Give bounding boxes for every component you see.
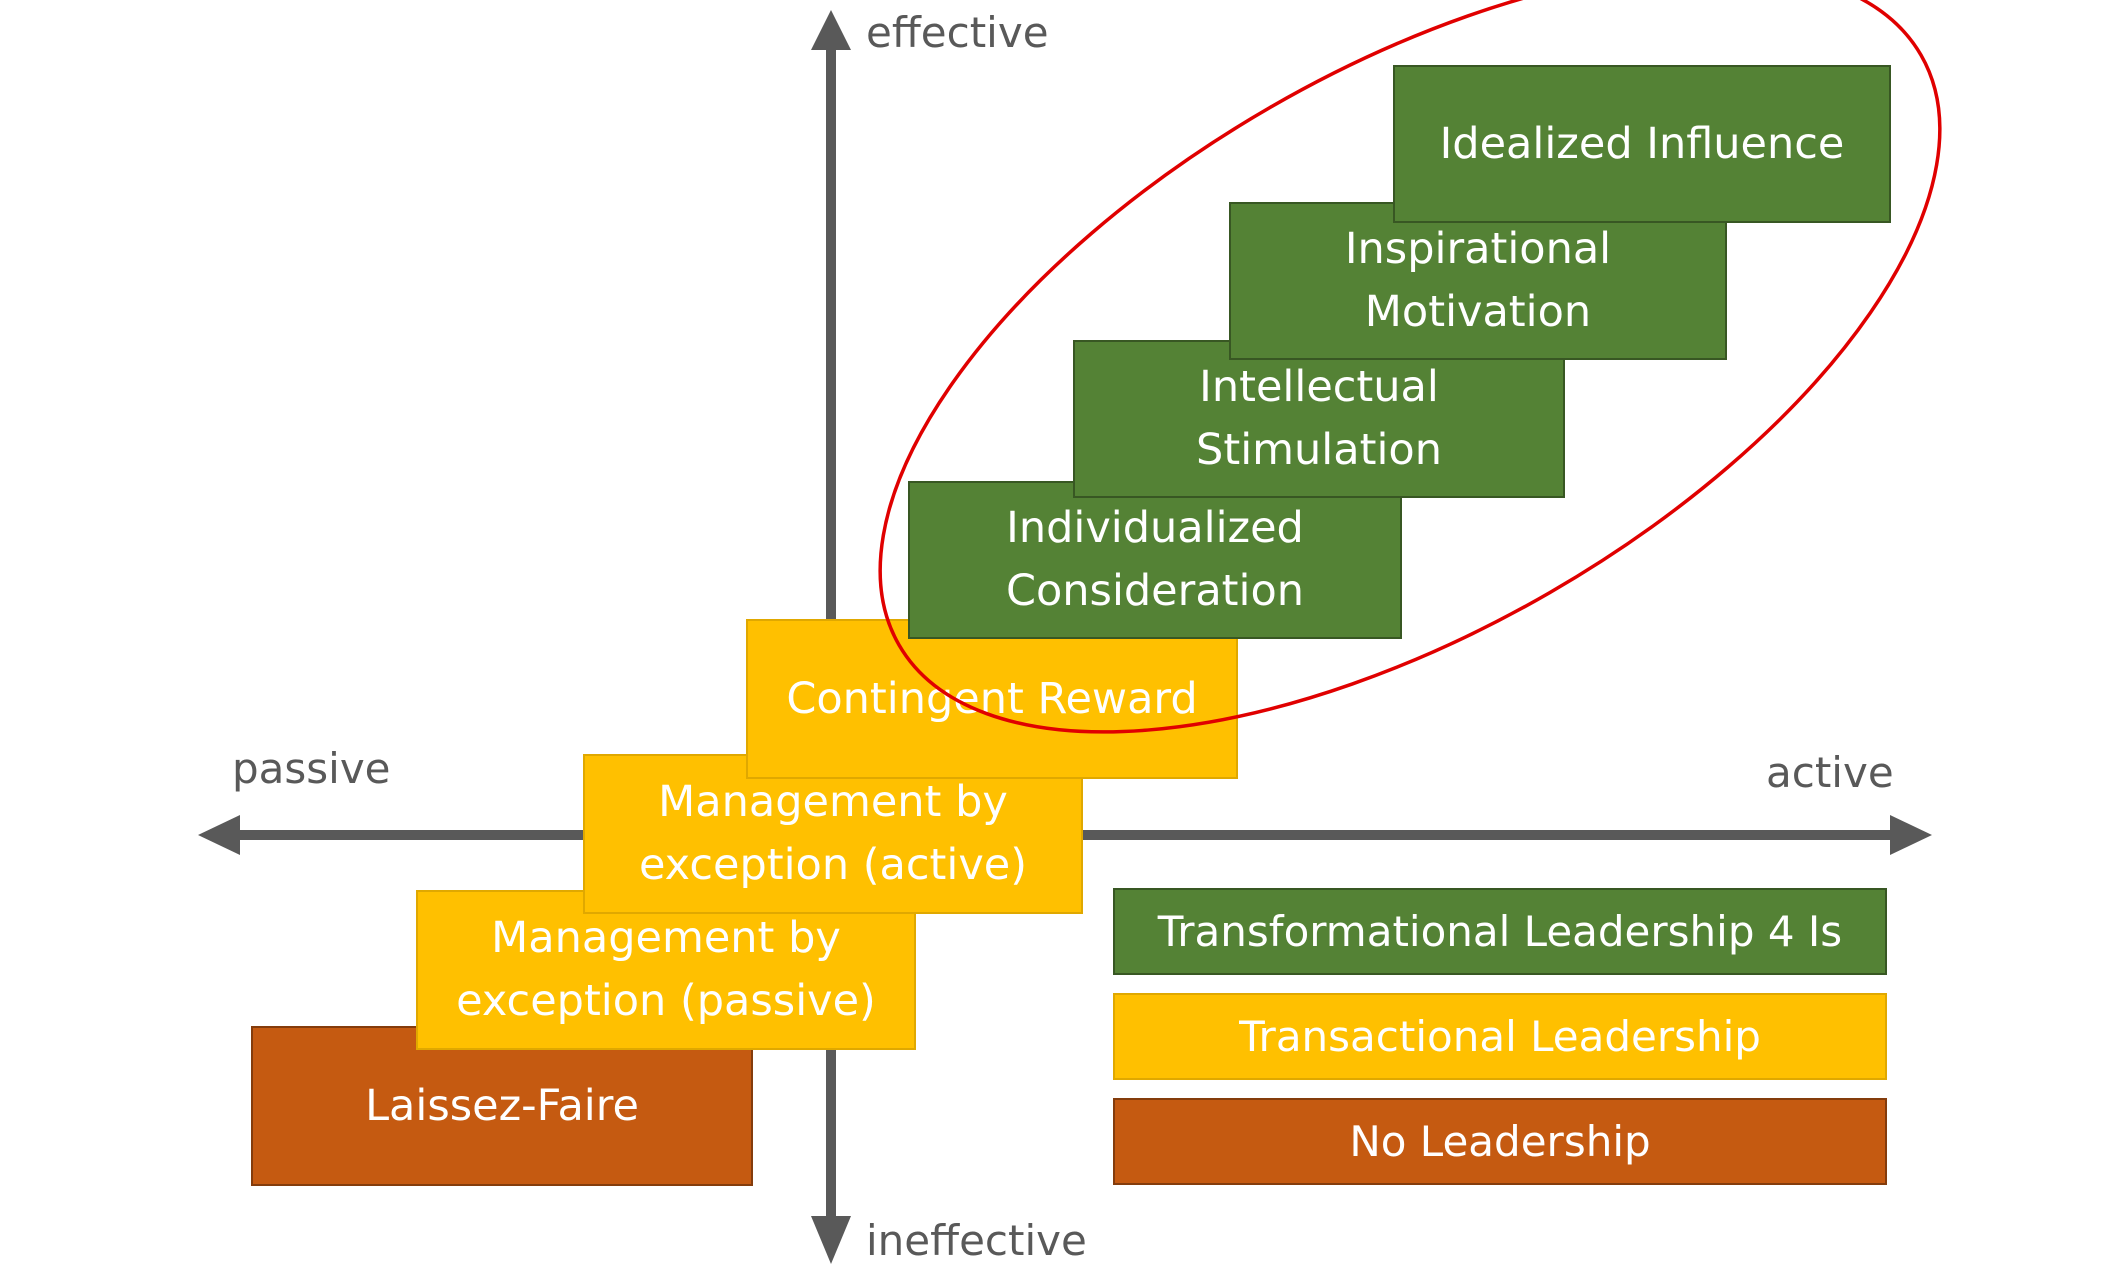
axis-label-passive: passive — [232, 744, 391, 793]
axis-label-effective: effective — [866, 8, 1049, 57]
horizontal-axis-arrow-right — [1890, 815, 1932, 855]
box-inspirational-motivation: Inspirational Motivation — [1229, 202, 1727, 360]
vertical-axis-arrow-up — [811, 10, 851, 50]
box-contingent-reward: Contingent Reward — [746, 619, 1238, 779]
box-management-by-exception-active: Management by exception (active) — [583, 754, 1083, 914]
box-individualized-consideration: Individualized Consideration — [908, 481, 1402, 639]
legend-transformational-leadership: Transformational Leadership 4 Is — [1113, 888, 1887, 975]
legend-no-leadership: No Leadership — [1113, 1098, 1887, 1185]
box-idealized-influence: Idealized Influence — [1393, 65, 1891, 223]
box-intellectual-stimulation: Intellectual Stimulation — [1073, 340, 1565, 498]
axis-label-active: active — [1766, 748, 1894, 797]
box-management-by-exception-passive: Management by exception (passive) — [416, 890, 916, 1050]
axis-label-ineffective: ineffective — [866, 1216, 1087, 1265]
horizontal-axis-arrow-left — [198, 815, 240, 855]
vertical-axis-arrow-down — [811, 1216, 851, 1264]
box-laissez-faire: Laissez-Faire — [251, 1026, 753, 1186]
legend-transactional-leadership: Transactional Leadership — [1113, 993, 1887, 1080]
